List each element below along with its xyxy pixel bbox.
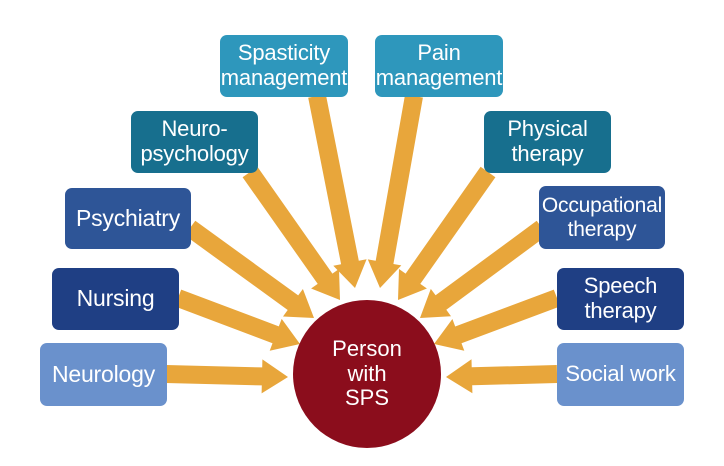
box-speech-therapy: Speech therapy [557, 268, 684, 330]
box-pain-management: Pain management [375, 35, 503, 97]
box-occupational-therapy: Occupational therapy [539, 186, 665, 249]
arrow-neurology [165, 359, 288, 394]
box-nursing: Nursing [52, 268, 179, 330]
arrow-nursing [174, 289, 300, 351]
arrow-pain-management [367, 94, 423, 289]
box-physical-therapy: Physical therapy [484, 111, 611, 173]
arrow-psychiatry [184, 220, 314, 318]
box-neurology: Neurology [40, 343, 167, 406]
arrow-occupational-therapy [420, 220, 548, 318]
box-spasticity-management: Spasticity management [220, 35, 348, 97]
center-person-with-sps: Person with SPS [293, 300, 441, 448]
arrow-neuropsychology [242, 166, 340, 300]
arrow-spasticity-management [308, 94, 367, 288]
arrow-social-work [446, 359, 558, 394]
arrow-speech-therapy [434, 289, 561, 351]
box-psychiatry: Psychiatry [65, 188, 191, 249]
arrow-physical-therapy [398, 166, 496, 300]
box-neuropsychology: Neuro- psychology [131, 111, 258, 173]
box-social-work: Social work [557, 343, 684, 406]
